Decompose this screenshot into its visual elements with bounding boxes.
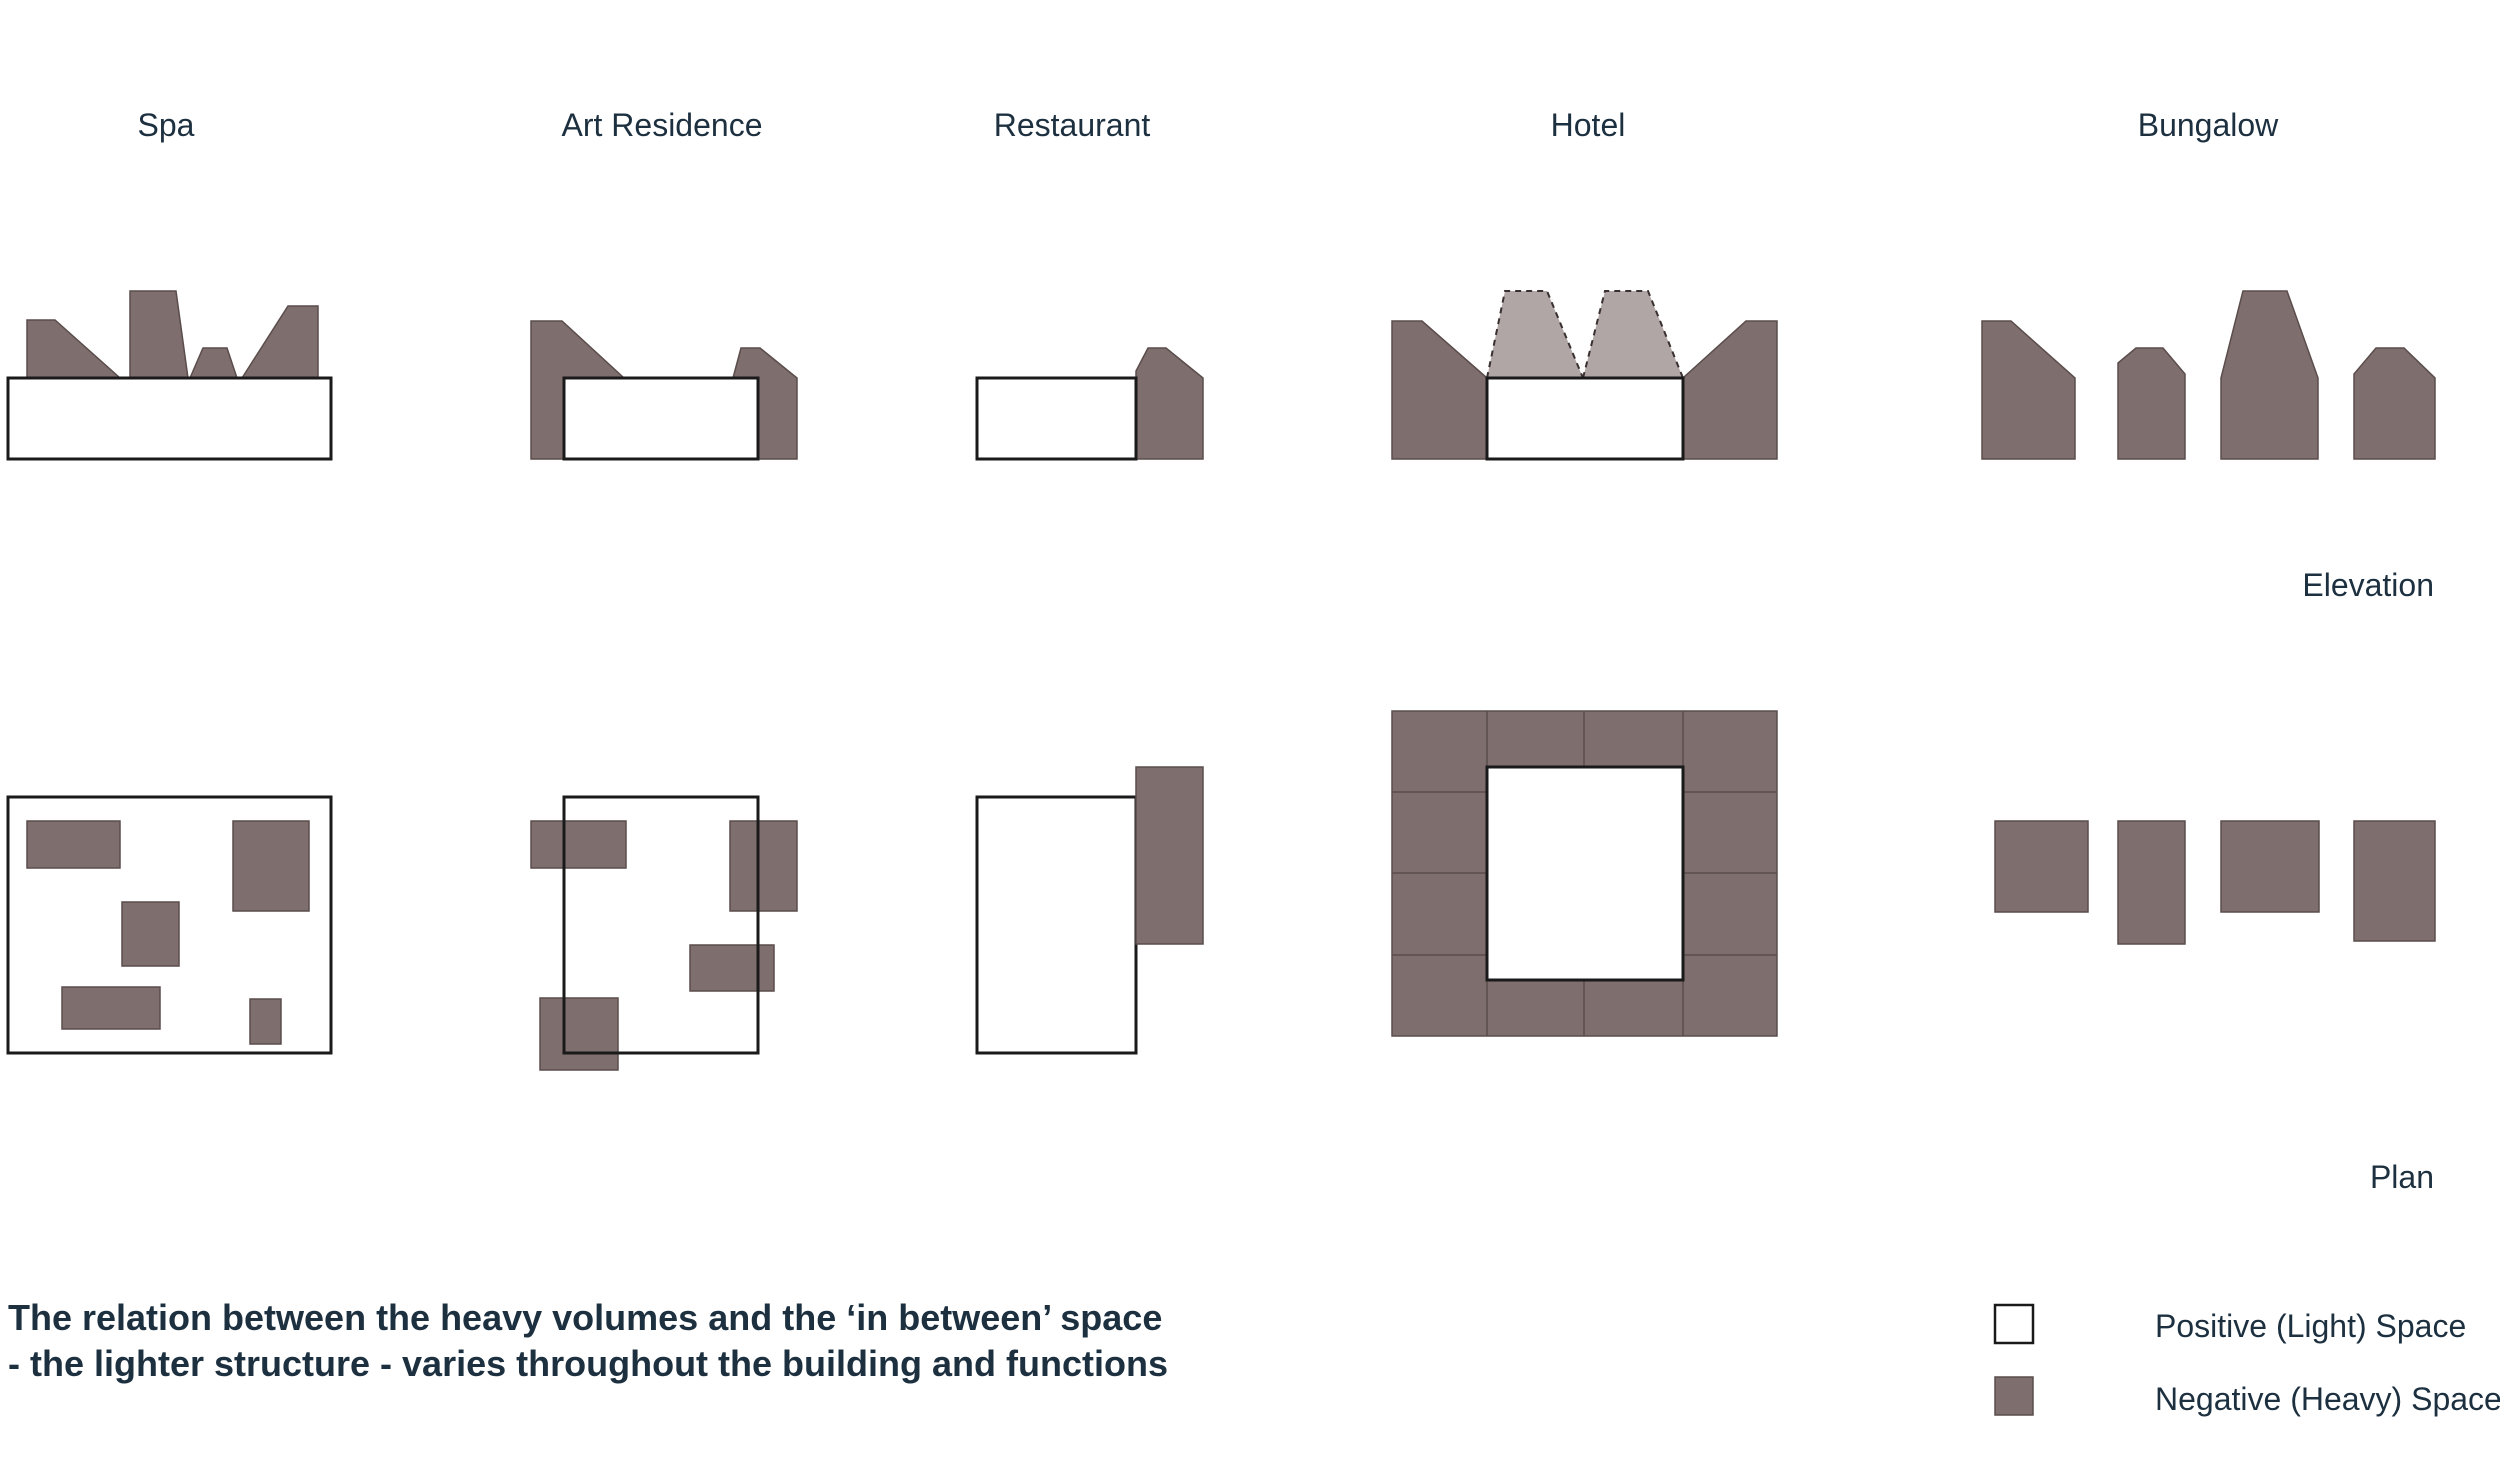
heavy-volume xyxy=(530,820,627,869)
elevation-restaurant xyxy=(975,347,1204,461)
column-title-bungalow: Bungalow xyxy=(2138,107,2279,143)
heavy-volume xyxy=(2353,820,2436,942)
elevation-hotel xyxy=(1391,290,1778,461)
plan-bungalow xyxy=(1994,820,2436,945)
transparent-volume xyxy=(1581,290,1685,379)
elevation-art-residence xyxy=(530,320,798,461)
heavy-volume xyxy=(129,290,189,379)
row-label-elevation: Elevation xyxy=(2302,567,2434,603)
column-title-hotel: Hotel xyxy=(1551,107,1626,143)
caption-line-1: The relation between the heavy volumes a… xyxy=(8,1297,1162,1338)
light-volume-outline xyxy=(562,795,760,1055)
heavy-volume xyxy=(539,997,619,1071)
legend-swatch-negative xyxy=(1994,1376,2034,1416)
heavy-volume xyxy=(1994,820,2089,913)
column-title-spa: Spa xyxy=(138,107,195,143)
heavy-volume xyxy=(729,820,798,912)
caption-line-2: - the lighter structure - varies through… xyxy=(8,1343,1168,1384)
elevation-bungalow xyxy=(1981,290,2436,460)
column-title-art-residence: Art Residence xyxy=(562,107,763,143)
light-volume xyxy=(6,376,333,461)
heavy-volume xyxy=(2353,347,2436,460)
heavy-volume xyxy=(26,820,121,869)
light-volume xyxy=(1485,376,1685,461)
heavy-volume xyxy=(61,986,161,1030)
heavy-volume xyxy=(1135,766,1204,945)
heavy-volume xyxy=(2117,820,2186,945)
heavy-volume xyxy=(26,319,122,379)
heavy-volume xyxy=(2220,820,2320,913)
heavy-volume xyxy=(1135,347,1204,460)
light-volume xyxy=(975,376,1138,461)
heavy-volume xyxy=(240,305,319,379)
legend-label-positive: Positive (Light) Space xyxy=(2155,1308,2466,1344)
heavy-volume xyxy=(2117,347,2186,460)
heavy-volume xyxy=(689,944,775,992)
column-title-restaurant: Restaurant xyxy=(994,107,1151,143)
legend: Positive (Light) Space Negative (Heavy) … xyxy=(1993,1303,2500,1417)
heavy-volume xyxy=(1682,320,1778,460)
heavy-volume xyxy=(121,901,180,967)
transparent-volume xyxy=(1485,290,1585,379)
plan-hotel xyxy=(1391,710,1778,1037)
heavy-volume xyxy=(188,347,239,379)
light-volume xyxy=(975,795,1138,1055)
heavy-volume xyxy=(1981,320,2076,460)
legend-swatch-positive xyxy=(1993,1303,2035,1345)
row-label-plan: Plan xyxy=(2370,1159,2434,1195)
heavy-volume xyxy=(2220,290,2319,460)
heavy-volume xyxy=(1391,320,1488,460)
heavy-volume xyxy=(249,998,282,1045)
legend-label-negative: Negative (Heavy) Space xyxy=(2155,1381,2500,1417)
plan-art-residence xyxy=(530,795,798,1071)
plan-restaurant xyxy=(975,766,1204,1055)
elevation-spa xyxy=(6,290,333,461)
plan-spa xyxy=(6,795,333,1055)
heavy-volume xyxy=(232,820,310,912)
light-volume xyxy=(562,376,760,461)
light-volume xyxy=(1485,765,1685,982)
